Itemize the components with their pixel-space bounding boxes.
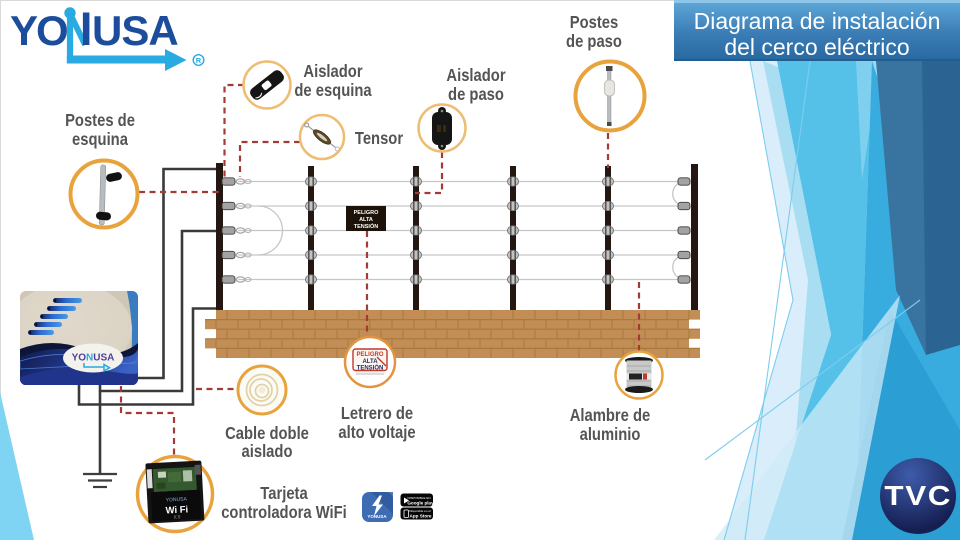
svg-text:PELIGRO: PELIGRO <box>356 352 383 358</box>
svg-text:ALTA: ALTA <box>359 217 373 223</box>
svg-text:Wi Fi: Wi Fi <box>165 504 188 516</box>
svg-text:YONUSA: YONUSA <box>72 353 115 364</box>
svg-text:App Store: App Store <box>410 513 432 518</box>
svg-text:YONUSA: YONUSA <box>367 514 387 519</box>
svg-text:Disponible en el: Disponible en el <box>409 509 431 513</box>
svg-text:PELIGRO: PELIGRO <box>354 210 379 216</box>
svg-text:YONUSA: YONUSA <box>166 496 188 503</box>
svg-text:TENSIÓN: TENSIÓN <box>354 222 378 230</box>
svg-text:DISPONIBLE EN: DISPONIBLE EN <box>407 496 430 500</box>
svg-text:USA: USA <box>92 7 178 54</box>
svg-text:(( )): (( )) <box>174 514 181 519</box>
svg-text:YO: YO <box>10 7 67 54</box>
svg-text:Google play: Google play <box>407 501 434 506</box>
svg-text:TENSIÓN: TENSIÓN <box>357 364 384 372</box>
svg-text:R: R <box>196 56 202 65</box>
svg-text:ALTA: ALTA <box>362 359 378 365</box>
